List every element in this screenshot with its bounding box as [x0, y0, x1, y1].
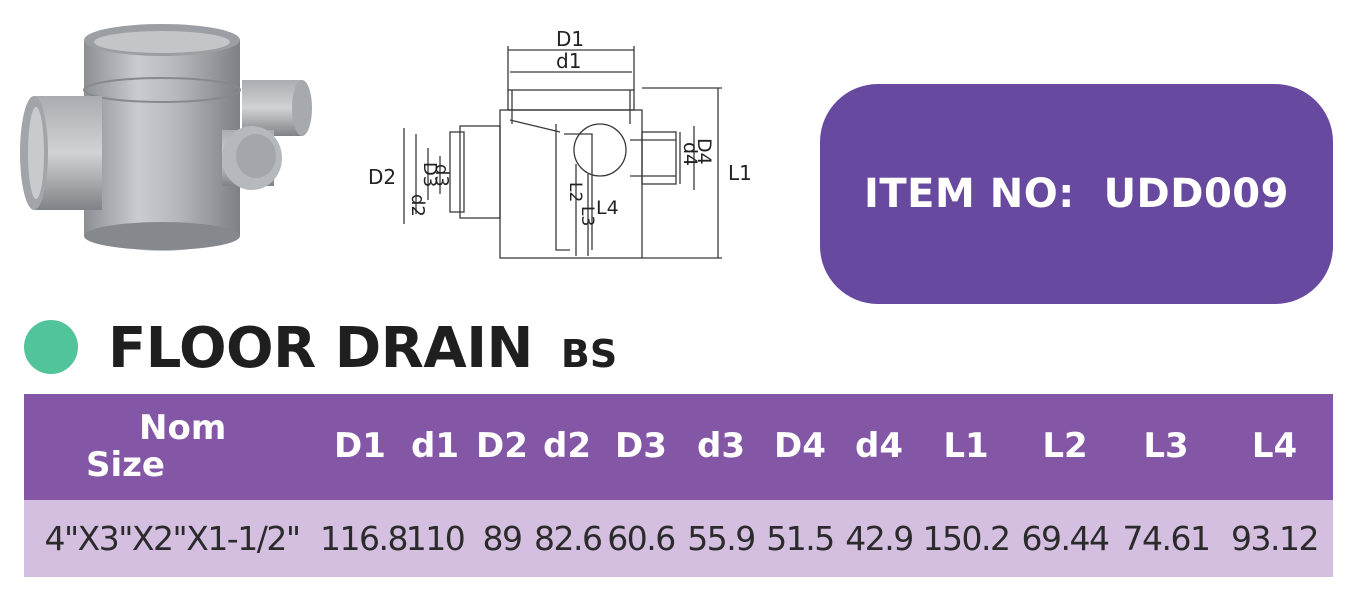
- technical-drawing: D1 d1 D2 d2 D3 d3 D4 d4 L1 L2 L3 L4: [368, 27, 752, 259]
- item-number-badge: ITEM NO: UDD009: [820, 84, 1333, 304]
- nom-label: Nom: [139, 407, 227, 448]
- column-header: L1: [918, 394, 1014, 500]
- page-title: FLOOR DRAIN BS: [108, 316, 618, 381]
- table-cell: 82.6: [534, 500, 603, 577]
- column-header: D3: [600, 394, 682, 500]
- table-cell: 116.8: [320, 500, 408, 577]
- dim-label-D3: D3: [419, 162, 440, 187]
- column-header: d1: [400, 394, 470, 500]
- column-header: L3: [1116, 394, 1216, 500]
- table-cell: 51.5: [760, 500, 840, 577]
- product-photo: [20, 24, 312, 251]
- bullet-dot-icon: [24, 320, 78, 374]
- dim-label-D1: D1: [556, 27, 584, 51]
- size-label: Size: [86, 445, 165, 485]
- item-number-text: ITEM NO: UDD009: [864, 171, 1289, 217]
- dim-label-d3: d3: [431, 164, 452, 187]
- dim-label-D4: D4: [693, 138, 715, 165]
- column-header: D1: [320, 394, 400, 500]
- table-cell: 89: [470, 500, 534, 577]
- table-cell: 60.6: [600, 500, 682, 577]
- table-cell: 55.9: [682, 500, 760, 577]
- table-cell: 93.12: [1216, 500, 1333, 577]
- dim-label-d4: d4: [679, 142, 701, 166]
- column-header: L4: [1216, 394, 1333, 500]
- table-cell: 42.9: [840, 500, 918, 577]
- item-number-value: UDD009: [1103, 171, 1289, 217]
- dim-label-L1: L1: [728, 161, 752, 185]
- dim-label-D2: D2: [368, 165, 396, 189]
- cell-nom-size: 4"X3"X2"X1-1/2": [24, 500, 320, 577]
- column-header-nom-size: Nom Size: [24, 394, 320, 500]
- column-header: d2: [534, 394, 600, 500]
- table-cell: 150.2: [918, 500, 1014, 577]
- column-header: L2: [1014, 394, 1116, 500]
- dim-label-L2: L2: [565, 182, 585, 202]
- dim-label-L4: L4: [596, 197, 619, 219]
- column-header: D2: [470, 394, 534, 500]
- table-row: 4"X3"X2"X1-1/2" 116.8 110 89 82.6 60.6 5…: [24, 500, 1333, 577]
- table-cell: 74.61: [1116, 500, 1216, 577]
- title-main: FLOOR DRAIN: [108, 316, 533, 381]
- spec-table: Nom Size D1 d1 D2 d2 D3 d3 D4 d4 L1 L2 L…: [24, 394, 1333, 577]
- column-header: d4: [840, 394, 918, 500]
- item-number-label: ITEM NO:: [864, 171, 1075, 217]
- table-header-row: Nom Size D1 d1 D2 d2 D3 d3 D4 d4 L1 L2 L…: [24, 394, 1333, 500]
- dim-label-L3: L3: [577, 206, 597, 226]
- table-cell: 69.44: [1014, 500, 1116, 577]
- dim-label-d1: d1: [556, 49, 581, 73]
- column-header: D4: [760, 394, 840, 500]
- title-standard: BS: [560, 332, 618, 376]
- dim-label-d2: d2: [407, 194, 428, 217]
- column-header: d3: [682, 394, 760, 500]
- table-cell: 110: [400, 500, 470, 577]
